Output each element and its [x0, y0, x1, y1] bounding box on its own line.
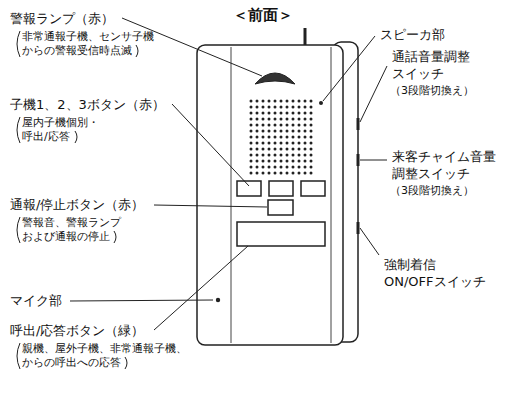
- alarm-lamp: [255, 73, 295, 84]
- heading: ＜前面＞: [233, 6, 293, 25]
- callout-label: 警報ランプ（赤）: [10, 10, 114, 27]
- device-front: [197, 45, 343, 345]
- bracket: [125, 357, 127, 369]
- callout-note: （3段階切換え）: [390, 84, 474, 98]
- leader-line: [360, 66, 387, 122]
- leader-line: [154, 246, 248, 330]
- antenna: [304, 28, 307, 47]
- callout-label: 通話音量調整 スイッチ: [392, 48, 476, 82]
- handset-button: [237, 181, 261, 196]
- bracket: [75, 131, 77, 143]
- leader-line: [154, 205, 267, 207]
- speaker-grille: [248, 98, 314, 176]
- bracket: [114, 231, 116, 243]
- leader-line: [70, 300, 213, 301]
- bracket: [17, 217, 20, 243]
- leader-line: [323, 36, 375, 101]
- callout-note: （3段階切換え）: [390, 184, 474, 198]
- leader-line: [172, 104, 249, 186]
- bracket: [17, 117, 20, 143]
- leader-lines: [70, 18, 387, 330]
- leader-line: [360, 160, 387, 161]
- callout-label: 子機1、2、3ボタン（赤）: [10, 96, 165, 113]
- callout-label: 通報/停止ボタン（赤）: [10, 196, 144, 213]
- handset-button: [269, 181, 293, 196]
- microphone: [216, 298, 220, 302]
- leader-line: [122, 18, 262, 76]
- call-button: [237, 222, 325, 246]
- leader-line: [360, 228, 379, 255]
- switch: [357, 118, 360, 130]
- switch: [357, 222, 360, 234]
- panel-line: [231, 47, 232, 343]
- bracket: [136, 45, 138, 57]
- callout-note: 屋内子機個別・ 呼出/応答: [22, 116, 112, 144]
- callout-label: 呼出/応答ボタン（緑）: [10, 322, 144, 339]
- callout-label: 強制着信 ON/OFFスイッチ: [384, 256, 504, 290]
- callout-note: 非常通報子機、センサ子機 からの警報受信時点滅: [22, 30, 162, 58]
- handset-button: [301, 181, 325, 196]
- bracket: [17, 343, 20, 369]
- callout-label: マイク部: [10, 292, 62, 309]
- callout-note: 親機、屋外子機、非常通報子機、 からの呼出への応答: [22, 342, 197, 370]
- callout-label: 来客チャイム音量 調整スイッチ: [392, 148, 502, 182]
- switch: [357, 154, 360, 166]
- callout-label: スピーカ部: [380, 26, 445, 43]
- bracket: [17, 31, 20, 57]
- callout-note: 警報音、警報ランプ および通報の停止: [22, 216, 132, 244]
- speaker-dot: [319, 101, 323, 105]
- stop-button: [268, 200, 293, 215]
